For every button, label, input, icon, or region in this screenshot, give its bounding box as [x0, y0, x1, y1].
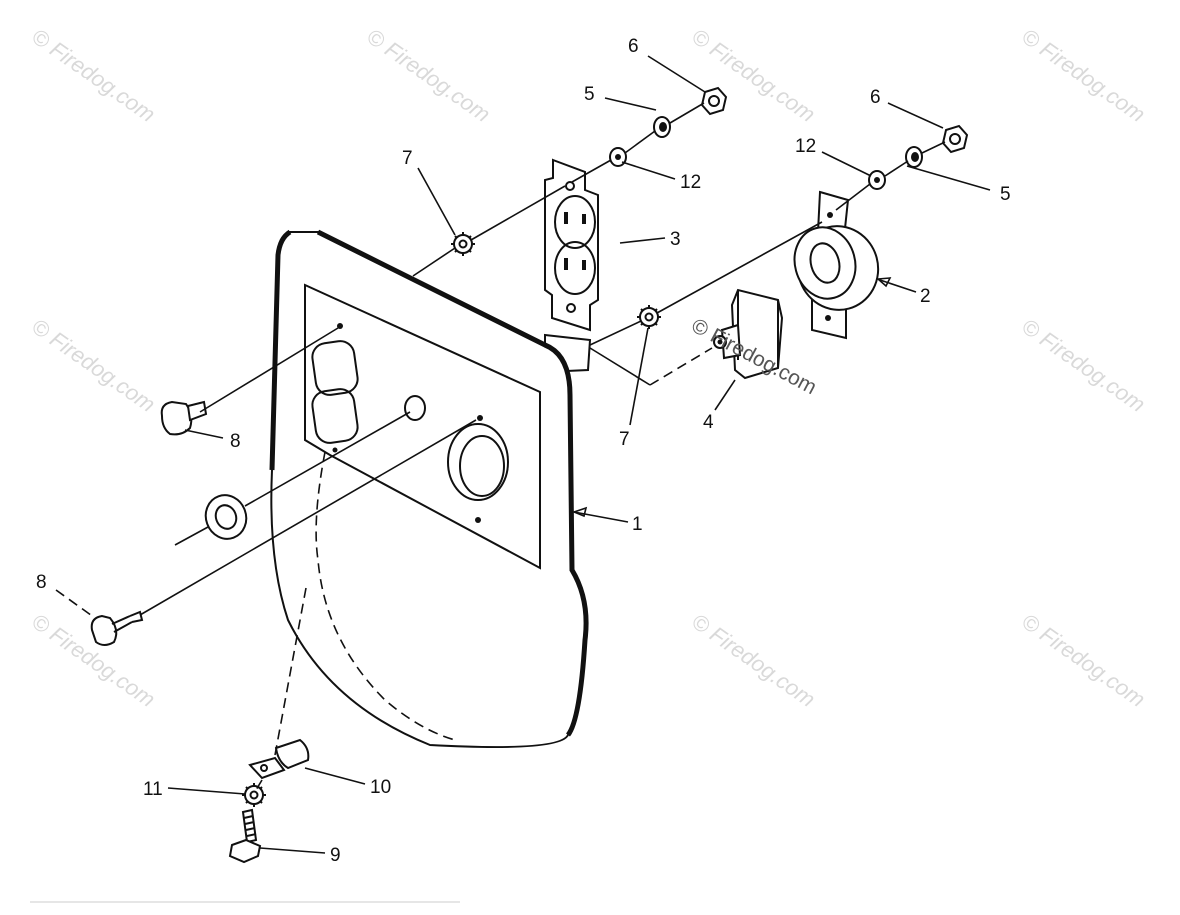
callout-9: 9 [330, 845, 341, 866]
hex-nut-6a [700, 86, 728, 116]
callout-labels: 1 2 3 4 5 5 6 6 7 7 8 8 9 10 11 12 12 [36, 36, 1011, 866]
callout-5b: 5 [1000, 184, 1011, 205]
callout-4: 4 [703, 412, 714, 433]
control-panel [269, 229, 592, 749]
watermark: © Firedog.com [27, 24, 160, 127]
callout-10: 10 [370, 777, 391, 798]
toggle-switch [713, 288, 784, 380]
callout-2: 2 [920, 286, 931, 307]
watermark: © Firedog.com [687, 609, 820, 712]
spacer-12a [609, 147, 627, 167]
star-washer-7b [637, 305, 661, 329]
grommet [204, 494, 248, 540]
watermark: © Firedog.com [1017, 609, 1150, 712]
thumb-screw-8a [160, 400, 208, 436]
callout-1: 1 [632, 514, 643, 535]
star-washer-11 [242, 783, 266, 807]
callout-7b: 7 [619, 429, 630, 450]
watermark: © Firedog.com [1017, 314, 1150, 417]
spacer-12b [868, 170, 886, 190]
thumb-screw-8b [90, 610, 144, 646]
watermark: © Firedog.com [362, 24, 495, 127]
callout-5a: 5 [584, 84, 595, 105]
watermark: © Firedog.com [27, 314, 160, 417]
duplex-receptacle [544, 158, 599, 332]
callout-8b: 8 [36, 572, 47, 593]
star-washer-7a [451, 232, 475, 256]
watermark: © Firedog.com [1017, 24, 1150, 127]
callout-6a: 6 [628, 36, 639, 57]
flat-washer-5b [905, 146, 923, 168]
callout-7a: 7 [402, 148, 413, 169]
callout-12b: 12 [795, 136, 816, 157]
hex-nut-6b [941, 124, 969, 154]
callout-6b: 6 [870, 87, 881, 108]
cable-clamp [248, 738, 310, 780]
callout-3: 3 [670, 229, 681, 250]
callout-12a: 12 [680, 172, 701, 193]
assembly-lines [139, 102, 946, 791]
callout-11: 11 [143, 779, 163, 800]
callout-leaders [55, 55, 991, 854]
flat-washer-5a [653, 116, 671, 138]
hour-meter [793, 190, 880, 340]
callout-8a: 8 [230, 431, 241, 452]
hex-bolt [228, 808, 262, 864]
